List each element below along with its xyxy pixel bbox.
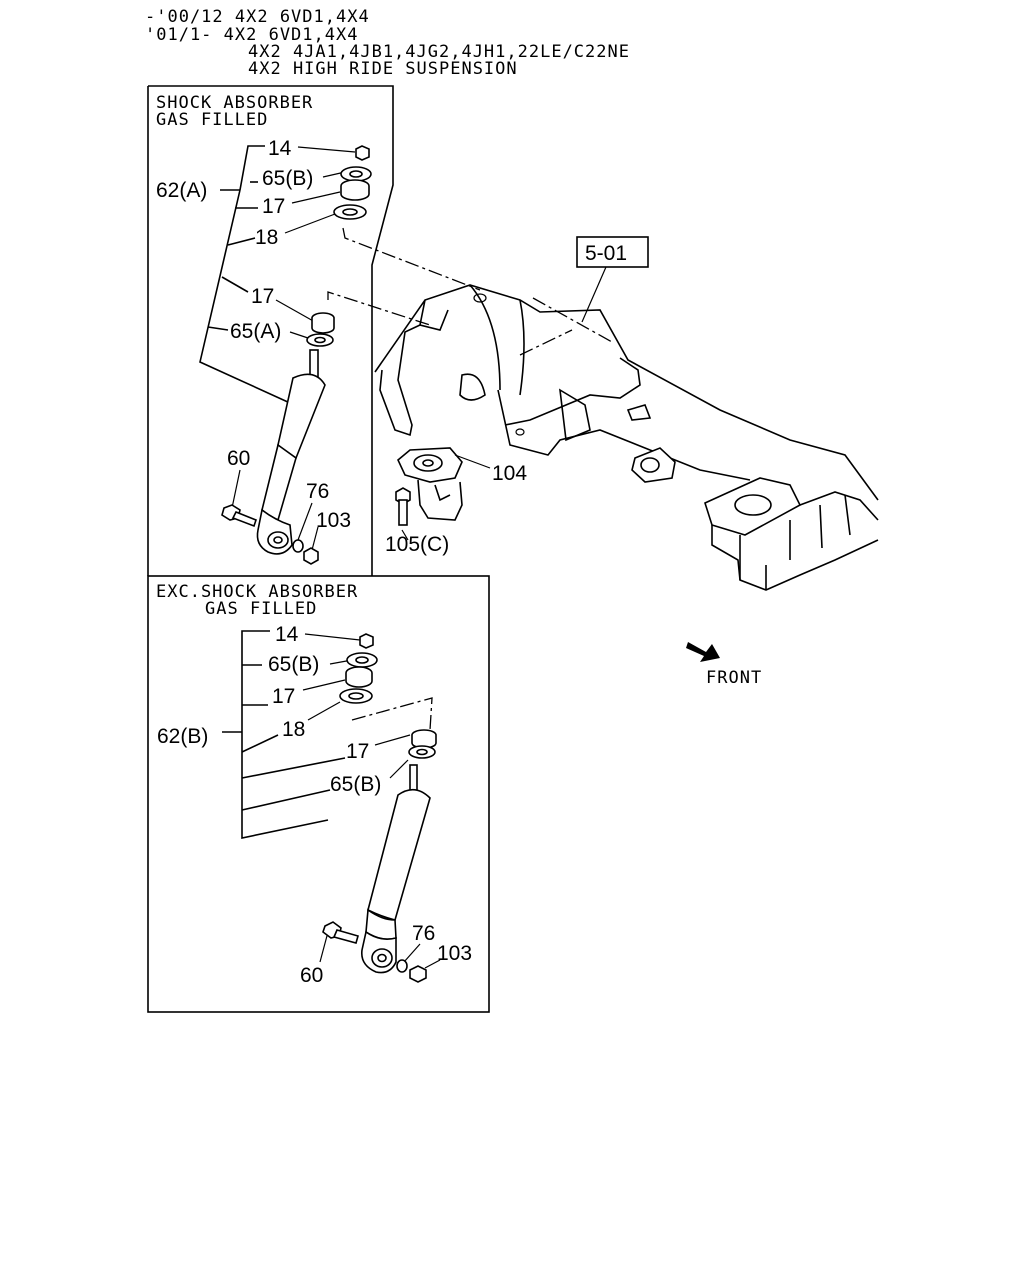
bolt-105c-icon — [395, 487, 411, 526]
label-103: 103 — [316, 509, 351, 532]
label-60: 60 — [227, 447, 250, 470]
label-103: 103 — [437, 942, 472, 965]
bolt-60-icon — [322, 921, 359, 944]
label-65a: 65(A) — [230, 320, 281, 343]
label-18: 18 — [255, 226, 278, 249]
label-76: 76 — [306, 480, 329, 503]
box-a-subtitle: GAS FILLED — [156, 110, 268, 130]
label-65b: 65(B) — [268, 653, 319, 676]
front-label: FRONT — [706, 668, 762, 688]
label-104: 104 — [492, 462, 527, 485]
label-65b-lower: 65(B) — [330, 773, 381, 796]
front-arrow-icon — [686, 642, 720, 662]
nut-14-icon — [355, 145, 370, 161]
label-62a: 62(A) — [156, 179, 207, 202]
shock-absorber-icon — [360, 764, 431, 974]
header-line-1: -'00/12 4X2 6VD1,4X4 — [145, 7, 370, 27]
box-a-border — [148, 85, 394, 576]
label-14: 14 — [268, 137, 292, 160]
label-62b: 62(B) — [157, 725, 208, 748]
label-14: 14 — [275, 623, 299, 646]
frame-drawing: 5-01 — [327, 227, 879, 591]
label-65b: 65(B) — [262, 167, 313, 190]
label-76: 76 — [412, 922, 435, 945]
box-b-subtitle: GAS FILLED — [205, 599, 317, 619]
header-line-2: '01/1- 4X2 6VD1,4X4 — [145, 25, 358, 45]
washer-76-icon — [396, 959, 408, 973]
washer-76-icon — [292, 539, 304, 553]
bolt-60-icon — [221, 504, 257, 528]
nut-103-icon — [409, 965, 427, 983]
ref-box-label: 5-01 — [585, 242, 627, 265]
box-gas-filled: SHOCK ABSORBER GAS FILLED — [147, 85, 394, 576]
bushing-17-icon — [340, 179, 370, 201]
label-17: 17 — [272, 685, 295, 708]
label-18: 18 — [282, 718, 305, 741]
label-105c: 105(C) — [385, 533, 449, 556]
box-a-title: SHOCK ABSORBER — [156, 93, 313, 113]
header-line-3: 4X2 4JA1,4JB1,4JG2,4JH1,22LE/C22NE — [248, 42, 630, 62]
box-b-border — [147, 575, 490, 1013]
shock-absorber-gas-icon — [256, 349, 326, 555]
box-b-title: EXC.SHOCK ABSORBER — [156, 582, 358, 602]
front-indicator: FRONT — [686, 642, 762, 688]
ref-box — [576, 236, 649, 268]
header-line-4: 4X2 HIGH RIDE SUSPENSION — [248, 59, 518, 79]
nut-103-icon — [303, 547, 319, 565]
nut-14-icon — [359, 633, 374, 649]
label-17-lower: 17 — [251, 285, 274, 308]
label-60: 60 — [300, 964, 323, 987]
label-17: 17 — [262, 195, 285, 218]
header: -'00/12 4X2 6VD1,4X4 '01/1- 4X2 6VD1,4X4… — [145, 7, 630, 79]
bushing-17-lower-icon — [311, 312, 335, 334]
box-exc-gas-filled: EXC.SHOCK ABSORBER GAS FILLED — [147, 575, 490, 1013]
bushing-17-icon — [345, 666, 373, 688]
label-17-lower: 17 — [346, 740, 369, 763]
